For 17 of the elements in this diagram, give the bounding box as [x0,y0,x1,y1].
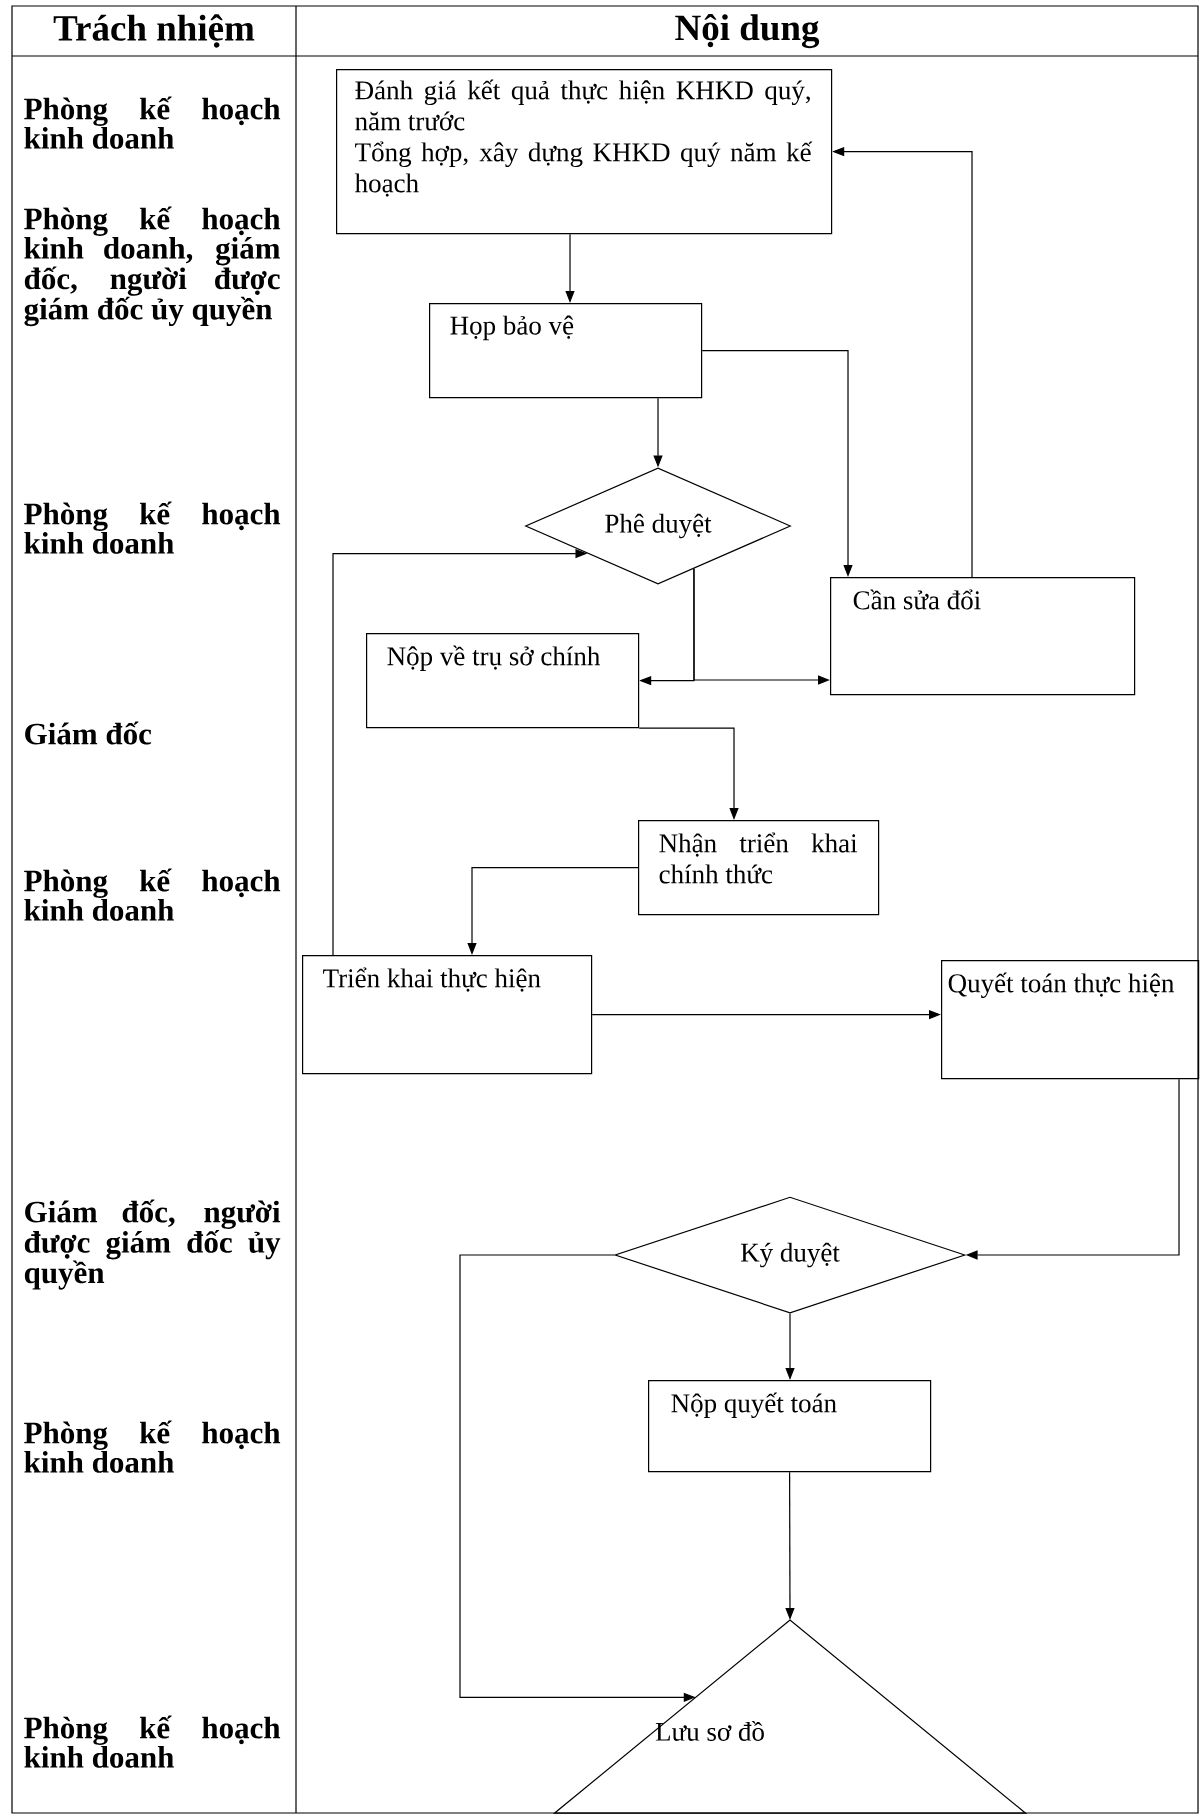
column-header: Trách nhiệm [53,14,255,48]
process-box: Nộp về trụ sở chính [366,633,640,729]
responsibility-text: Phòng kế hoạch kinh doanh [24,1715,281,1768]
process-box: Triển khai thực hiện [302,955,593,1075]
responsibility-text: Phòng kế hoạch kinh doanh [24,501,281,554]
process-box: Cần sửa đổi [830,577,1136,696]
process-box: Nộp quyết toán [648,1380,932,1473]
responsibility-text: Giám đốc, người được giám đốc ủy quyền [24,1199,281,1290]
responsibility-text: Phòng kế hoạch kinh doanh [24,1420,281,1473]
responsibility-text: Phòng kế hoạch kinh doanh, giám đốc, người được giám đốc ủy quyền [24,206,281,327]
responsibility-text: Phòng kế hoạch kinh doanh [24,868,281,921]
process-box: Quyết toán thực hiện [941,960,1200,1080]
responsibility-text: Giám đốc [25,721,152,745]
process-box: Họp bảo vệ [429,303,703,399]
process-box: Nhận triển khai chính thức [638,820,880,916]
responsibility-text: Phòng kế hoạch kinh doanh [24,96,281,149]
process-box: Đánh giá kết quả thực hiện KHKD quý, năm trước Tổng hợp, xây dựng KHKD quý năm kế hoạch [336,69,833,235]
